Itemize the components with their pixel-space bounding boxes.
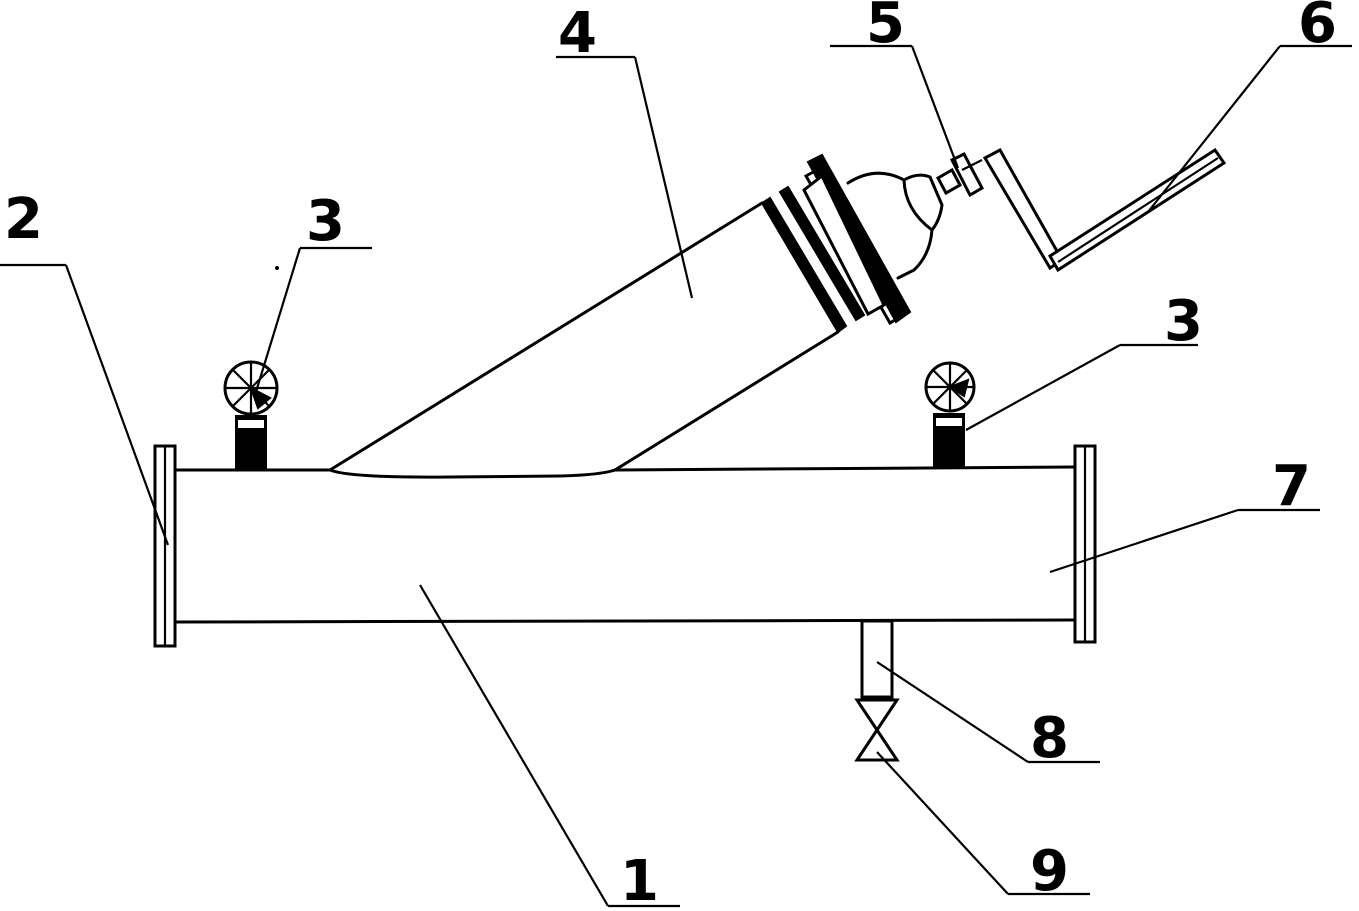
drain-valve <box>854 698 900 762</box>
main-pipe <box>174 465 1077 624</box>
label-gauge-left: 3 <box>306 189 345 254</box>
stray-dot <box>275 266 279 270</box>
cap-connector <box>935 152 984 198</box>
inlet-flange <box>153 444 177 648</box>
pressure-gauge-right <box>924 361 976 469</box>
pressure-gauge-left <box>223 360 279 471</box>
label-outlet-flange: 7 <box>1272 454 1311 519</box>
leader-lines <box>0 44 1352 908</box>
label-crank-handle: 6 <box>1298 0 1337 56</box>
crank-handle <box>982 147 1227 273</box>
filter-housing <box>328 153 944 472</box>
label-gauge-right: 3 <box>1164 289 1203 354</box>
drain-pipe <box>860 619 894 699</box>
label-drain-pipe: 8 <box>1030 706 1069 771</box>
outlet-flange <box>1073 444 1097 644</box>
label-drain-valve: 9 <box>1030 839 1069 904</box>
label-inlet-flange: 2 <box>4 187 43 252</box>
label-cap-connector: 5 <box>866 0 905 56</box>
part-labels: 1 2 3 3 4 5 6 7 8 9 <box>4 0 1337 911</box>
label-filter-housing: 4 <box>558 1 597 66</box>
label-main-pipe: 1 <box>620 849 659 911</box>
